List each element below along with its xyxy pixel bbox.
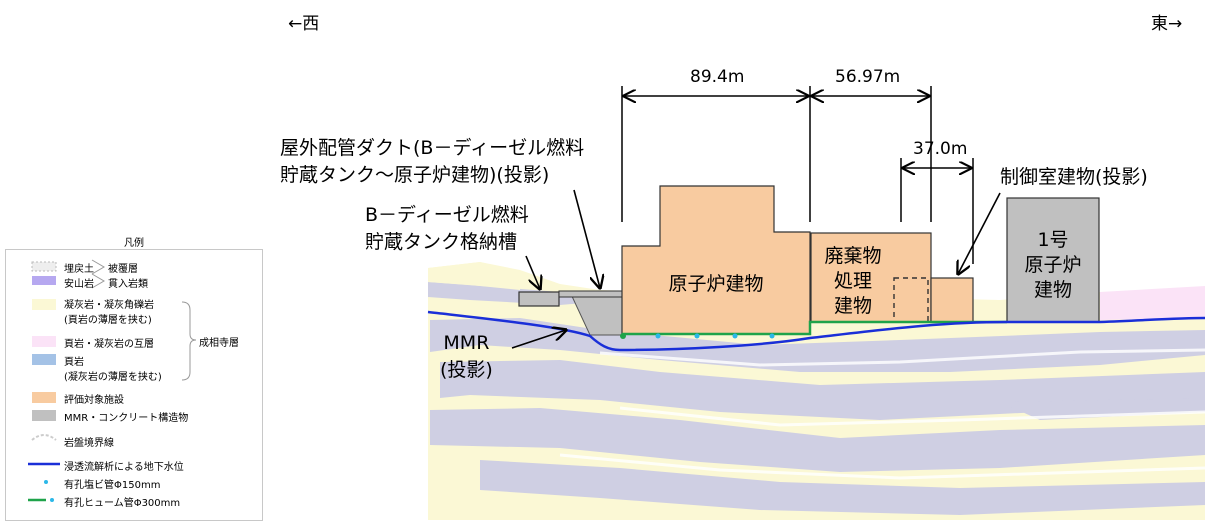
shale-band-6 bbox=[1000, 398, 1205, 420]
outdoor-duct bbox=[558, 290, 623, 298]
legend-title: 凡例 bbox=[124, 238, 144, 249]
tank-pit-label: B－ディーゼル燃料 貯蔵タンク格納槽 bbox=[365, 204, 529, 253]
legend-tuff: 凝灰岩・凝灰角礫岩 (頁岩の薄層を挟む) bbox=[64, 300, 154, 326]
east-direction-label: 東→ bbox=[1151, 14, 1183, 34]
legend-intrusive: 貫入岩類 bbox=[108, 279, 148, 290]
dimension-89-4m: 89.4m bbox=[690, 67, 745, 87]
waste-building bbox=[810, 232, 932, 323]
groundwater-line bbox=[427, 310, 1205, 352]
waste-building-label: 廃棄物 処理 建物 bbox=[824, 245, 882, 317]
legend-swatches bbox=[28, 259, 197, 502]
west-direction-label: ←西 bbox=[288, 14, 320, 34]
legend-hume: 有孔ヒューム管Φ300mm bbox=[64, 498, 181, 509]
legend-pvc: 有孔塩ビ管Φ150mm bbox=[64, 480, 161, 491]
legend: 凡例 埋戻土 安山岩 被覆層 貫入岩類 凝灰岩・凝灰角礫岩 (頁岩の薄層を挟む)… bbox=[5, 238, 263, 521]
legend-eval: 評価対象施設 bbox=[64, 395, 124, 406]
reactor-building-label: 原子炉建物 bbox=[668, 273, 764, 295]
duct-label: 屋外配管ダクト(B－ディーゼル燃料 貯蔵タンク～原子炉建物)(投影) bbox=[280, 137, 585, 186]
hume-pipe-line bbox=[622, 320, 1007, 336]
diesel-tank-pit bbox=[518, 291, 560, 307]
legend-formation: 成相寺層 bbox=[199, 338, 239, 349]
dimension-56-97m: 56.97m bbox=[835, 67, 901, 87]
legend-andesite: 安山岩 bbox=[64, 279, 94, 290]
control-room-building bbox=[930, 277, 974, 323]
legend-mmr: MMR・コンクリート構造物 bbox=[64, 413, 189, 424]
legend-cover: 被覆層 bbox=[108, 264, 138, 275]
shale-band-4 bbox=[430, 408, 1205, 472]
shale-tuff-interbed bbox=[1100, 286, 1205, 320]
reactor-building bbox=[621, 185, 811, 335]
dimension-37-0m: 37.0m bbox=[913, 139, 968, 159]
unit1-building-label: 1号 原子炉 建物 bbox=[1024, 229, 1082, 301]
mmr-label: MMR (投影) bbox=[440, 332, 493, 381]
shale-band-2 bbox=[430, 318, 1205, 372]
legend-bedrock: 岩盤境界線 bbox=[64, 438, 114, 449]
unit1-reactor-building bbox=[1006, 197, 1100, 323]
legend-shale-tuff: 頁岩・凝灰岩の互層 bbox=[64, 339, 154, 350]
control-room-label: 制御室建物(投影) bbox=[1000, 166, 1148, 188]
legend-groundwater: 浸透流解析による地下水位 bbox=[64, 462, 184, 473]
shale-band-5 bbox=[480, 460, 1205, 515]
legend-shale: 頁岩 (凝灰岩の薄層を挟む) bbox=[64, 357, 162, 383]
legend-fill: 埋戻土 bbox=[64, 264, 94, 275]
